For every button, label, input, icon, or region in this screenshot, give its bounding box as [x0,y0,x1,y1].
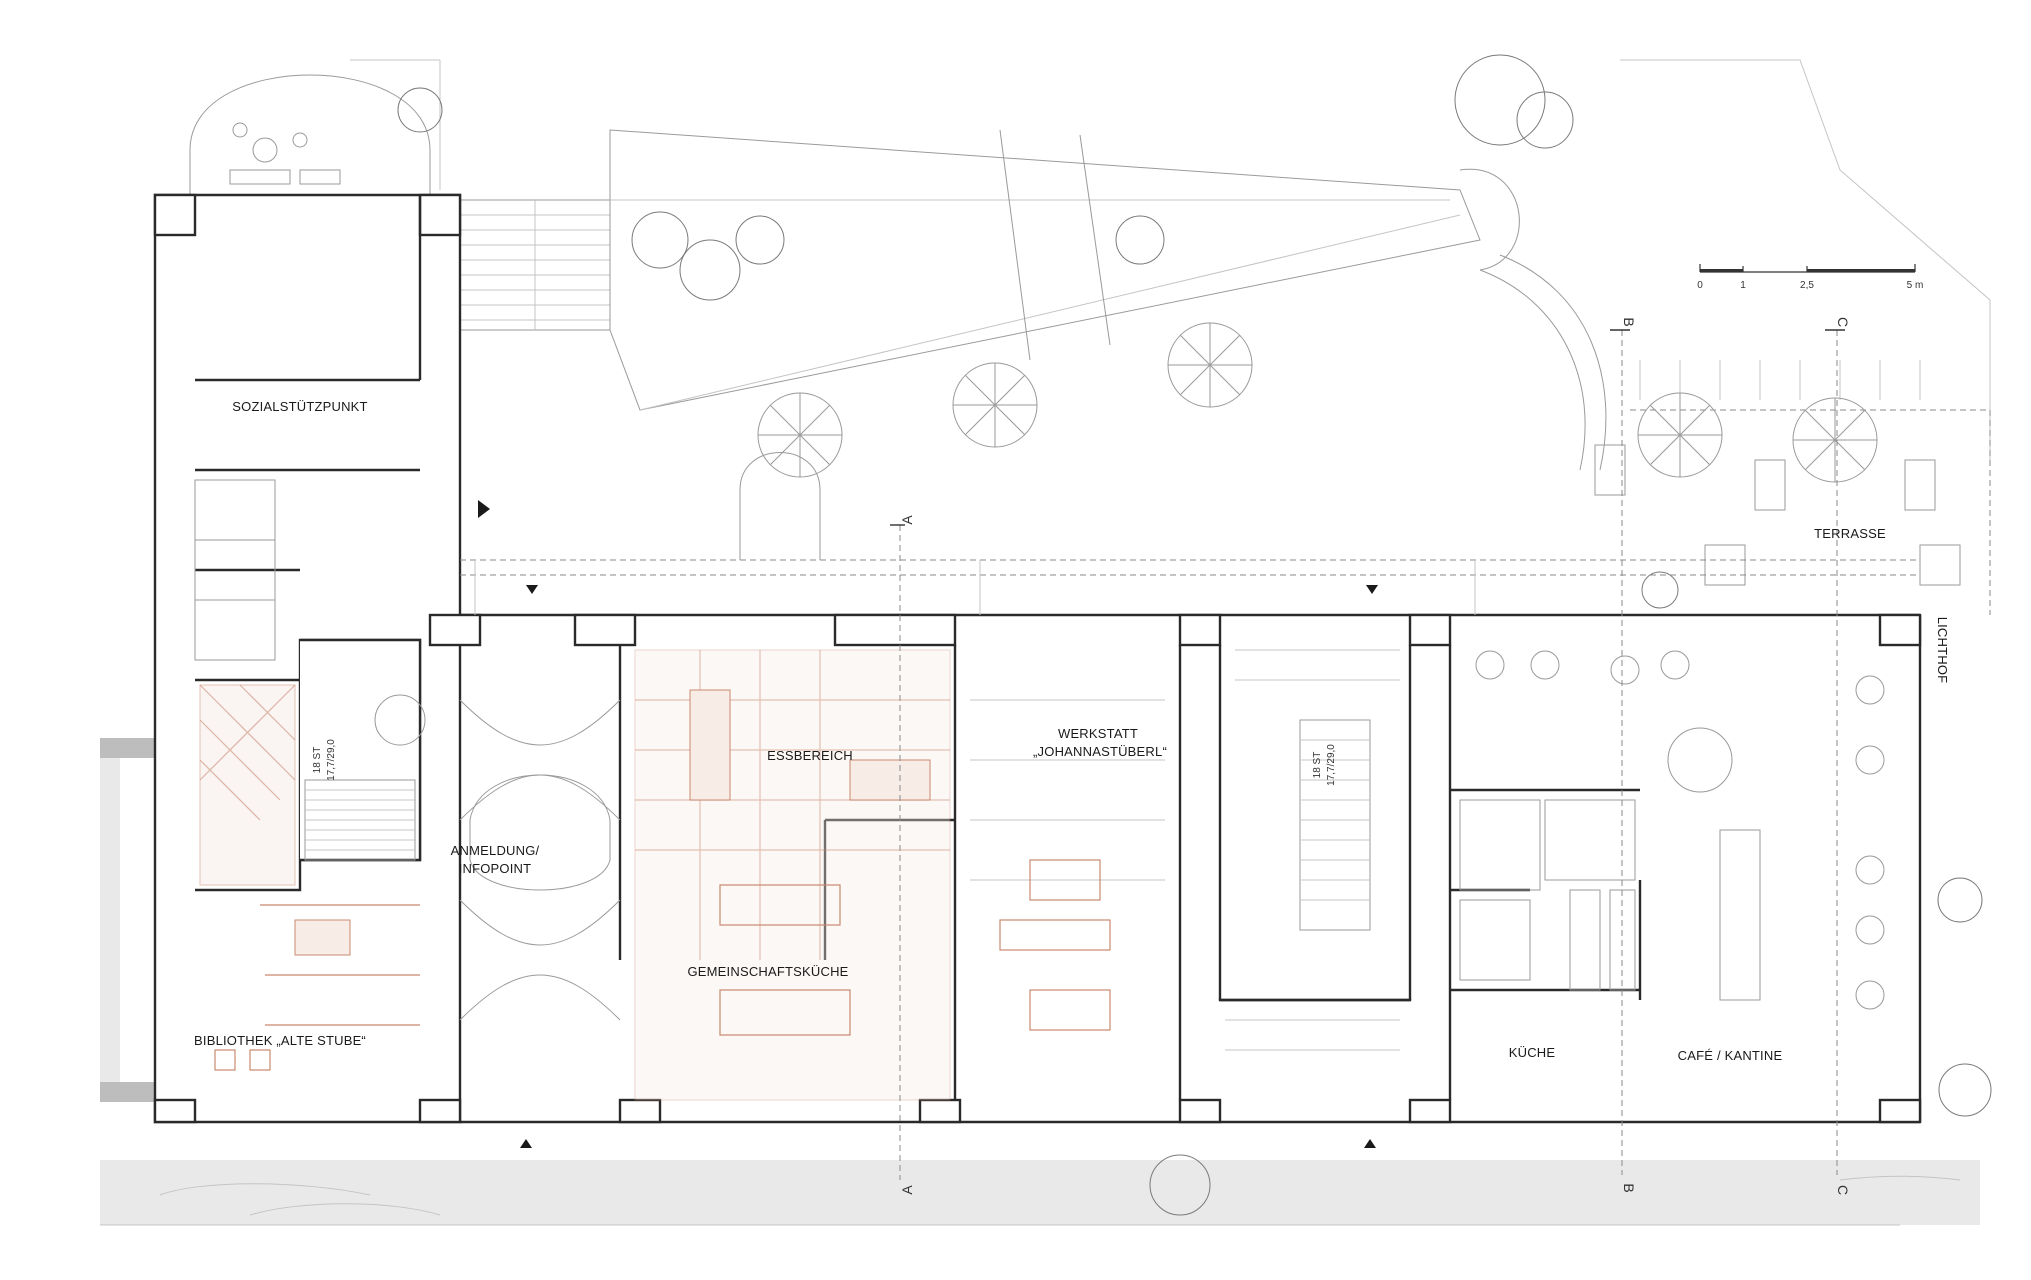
stair-left-line2: 17,7/29,0 [326,739,337,781]
stair-right-line2: 17,7/29,0 [1326,744,1337,786]
scale-bar [1699,264,1916,273]
arcade [460,452,1920,615]
section-letters: A A B B C C [899,317,1851,1195]
scale-bar-labels: 0 1 2,5 5 m [1697,280,1923,291]
label-werkstatt-2: „JOHANNASTÜBERL“ [1033,744,1167,759]
round-terrace [189,74,431,195]
cafe-tables [1475,650,1885,1010]
entrance-markers [478,500,1378,1148]
furniture [214,689,1111,1071]
scale-tick-2: 2,5 [1800,280,1814,291]
label-sozialstuetzpunkt: SOZIALSTÜTZPUNKT [232,399,367,414]
label-terrasse: TERRASSE [1814,526,1886,541]
scale-tick-0: 0 [1697,280,1703,291]
label-werkstatt-1: WERKSTATT [1058,726,1138,741]
section-c-top: C [1835,317,1851,327]
wc-fixtures [194,479,1636,991]
room-labels: SOZIALSTÜTZPUNKT ANMELDUNG/ INFOPOINT BI… [194,399,1950,1063]
section-lines [890,329,1845,1180]
label-lichthof: LICHTHOF [1935,617,1950,684]
label-anmeldung-2: INFOPOINT [459,861,532,876]
building-walls [153,193,1922,1124]
umbrellas [757,322,1961,586]
section-a-top: A [899,515,915,525]
scale-tick-1: 1 [1740,280,1746,291]
label-essbereich: ESSBEREICH [767,748,853,763]
landscape-trees [397,54,1992,1216]
section-b-top: B [1621,317,1637,326]
stair-labels: 18 ST 17,7/29,0 18 ST 17,7/29,0 [312,739,1337,786]
label-kueche: KÜCHE [1509,1045,1556,1060]
stair-left-line1: 18 ST [312,747,323,774]
section-a-bottom: A [899,1185,915,1195]
label-cafe: CAFÉ / KANTINE [1678,1048,1783,1063]
scale-tick-3: 5 m [1907,280,1924,291]
section-b-bottom: B [1621,1183,1637,1192]
section-c-bottom: C [1835,1185,1851,1195]
stair-right-line1: 18 ST [1312,752,1323,779]
label-bibliothek: BIBLIOTHEK „ALTE STUBE“ [194,1033,366,1048]
label-anmeldung-1: ANMELDUNG/ [451,843,540,858]
label-gemeinschaftskueche: GEMEINSCHAFTSKÜCHE [687,964,848,979]
entrance-plaza [350,59,1991,615]
street-area [100,738,1980,1226]
floor-patterns [199,649,1400,1101]
reception-curves [374,694,621,1021]
